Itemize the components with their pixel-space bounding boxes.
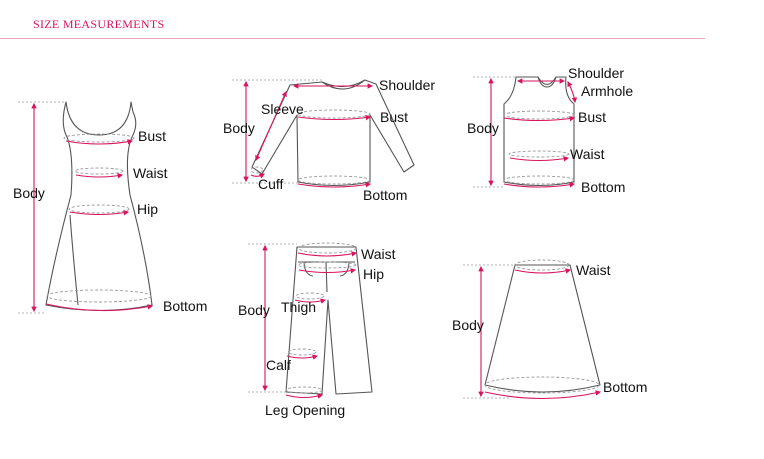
sweater-shoulder-label: Shoulder — [379, 77, 435, 93]
skirt-bottom-label: Bottom — [603, 379, 647, 395]
pants-waist-label: Waist — [361, 246, 396, 262]
sweater-cuff-label: Cuff — [258, 176, 284, 192]
sweater-outline — [251, 79, 415, 187]
vest-armhole-label: Armhole — [581, 83, 633, 99]
vest-shoulder-label: Shoulder — [568, 65, 624, 81]
dress-body-label: Body — [13, 185, 45, 201]
vest-bust-label: Bust — [578, 109, 606, 125]
page-title: SIZE MEASUREMENTS — [33, 17, 165, 31]
sweater-figure: Shoulder Sleeve Bust Body Cuff Bottom — [223, 77, 435, 203]
pants-figure: Waist Hip Body Thigh Calf Leg Opening — [238, 242, 396, 418]
sweater-body-label: Body — [223, 120, 255, 136]
pants-outline — [285, 246, 373, 395]
pants-body-label: Body — [238, 302, 270, 318]
vest-bottom-label: Bottom — [581, 179, 625, 195]
dress-bust-label: Bust — [138, 128, 166, 144]
skirt-figure: Waist Body Bottom — [452, 259, 647, 399]
skirt-body-label: Body — [452, 317, 484, 333]
dress-outline — [45, 101, 153, 312]
pants-thigh-label: Thigh — [281, 299, 316, 315]
sweater-sleeve-label: Sleeve — [261, 101, 304, 117]
sweater-bottom-label: Bottom — [363, 187, 407, 203]
pants-hip-label: Hip — [363, 266, 384, 282]
dress-figure: Bust Waist Hip Body Bottom — [13, 101, 207, 314]
vest-figure: Shoulder Armhole Bust Body Waist Bottom — [467, 65, 633, 195]
skirt-waist-label: Waist — [576, 262, 611, 278]
vest-outline — [503, 76, 575, 187]
vest-body-label: Body — [467, 120, 499, 136]
dress-bottom-label: Bottom — [163, 298, 207, 314]
pants-leg-opening-label: Leg Opening — [265, 402, 345, 418]
vest-waist-label: Waist — [570, 146, 605, 162]
pants-calf-label: Calf — [266, 357, 291, 373]
dress-hip-label: Hip — [137, 201, 158, 217]
dress-waist-label: Waist — [133, 165, 168, 181]
sweater-bust-label: Bust — [380, 109, 408, 125]
header-divider — [0, 38, 705, 39]
page-header: SIZE MEASUREMENTS — [0, 0, 764, 42]
skirt-outline — [484, 264, 601, 393]
